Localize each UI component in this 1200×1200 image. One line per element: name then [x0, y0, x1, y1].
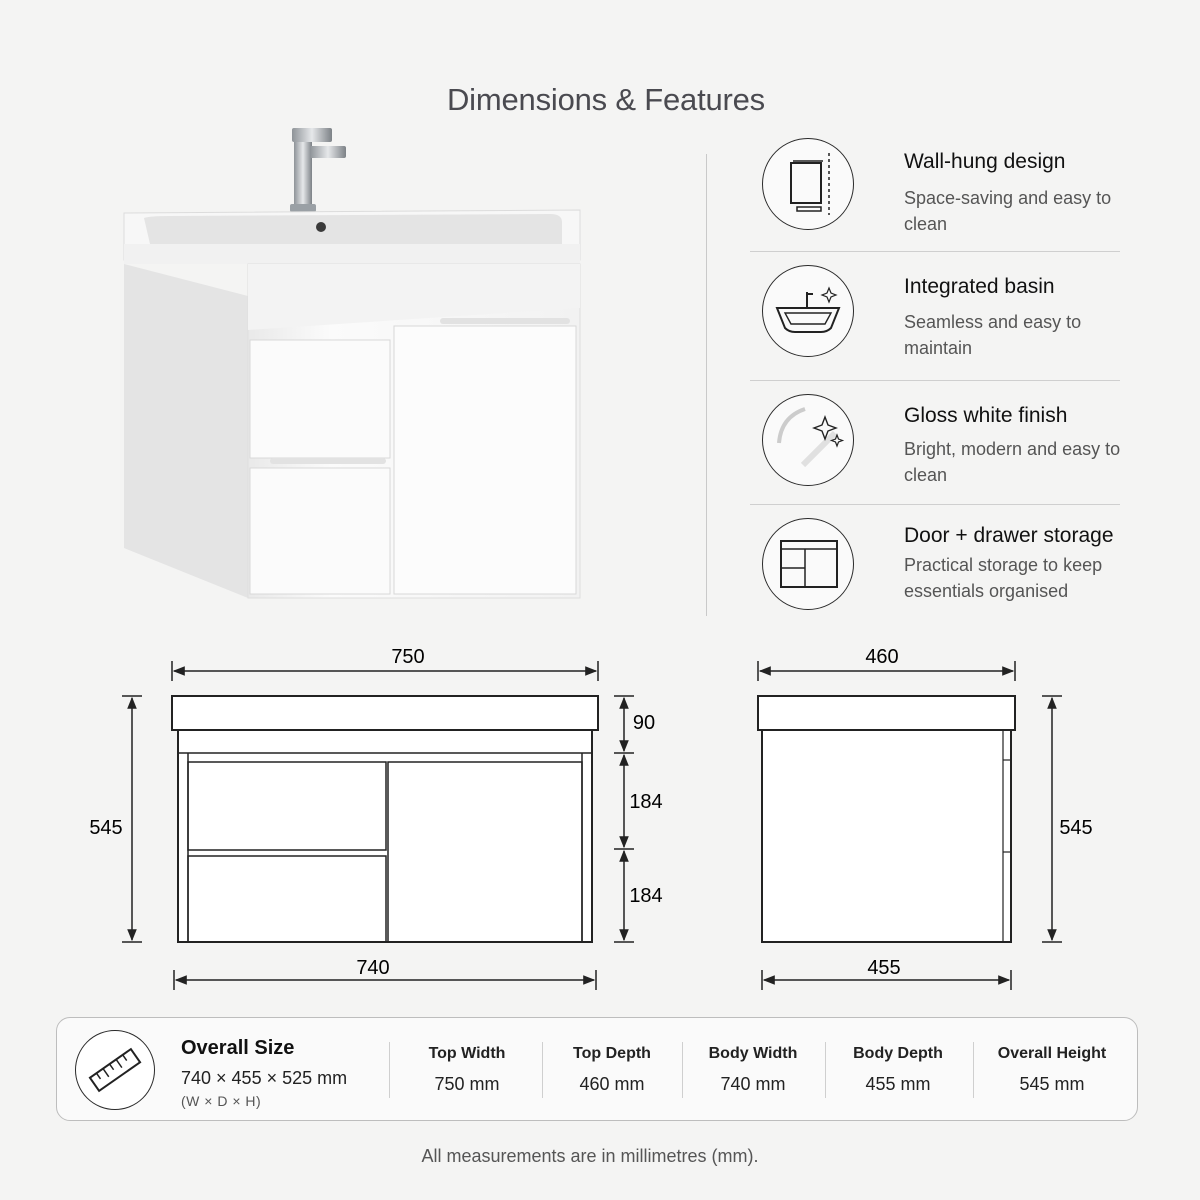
section-divider: [706, 154, 707, 616]
front-view-drawing: 750 740 545 90 184 184: [89, 646, 663, 990]
front-top-height-label: 90: [633, 712, 655, 734]
spec-body-depth: Body Depth 455 mm: [825, 1018, 971, 1120]
dimension-drawings: 750 740 545 90 184 184 460 455 545: [89, 646, 1093, 990]
overall-size-value: 740 × 455 × 525 mm: [181, 1068, 348, 1088]
spec-label: Top Width: [428, 1045, 506, 1062]
spec-value: 545 mm: [1019, 1074, 1085, 1094]
side-height-label: 545: [1059, 817, 1092, 839]
spec-value: 455 mm: [865, 1074, 931, 1094]
summary-separator: [389, 1042, 390, 1098]
spec-value: 740 mm: [720, 1074, 786, 1094]
ruler-icon: [75, 1030, 155, 1110]
gloss-sparkle-icon: [762, 394, 854, 486]
side-body-depth-label: 455: [867, 957, 900, 979]
feature-desc: Bright, modern and easy to clean: [904, 439, 1121, 485]
storage-icon: [762, 518, 854, 610]
front-top-width-label: 750: [391, 646, 424, 668]
spec-value: 750 mm: [434, 1074, 500, 1094]
spec-label: Body Width: [708, 1045, 798, 1062]
spec-overall-height: Overall Height 545 mm: [973, 1018, 1131, 1120]
side-top-depth-label: 460: [865, 646, 898, 668]
spec-value: 460 mm: [579, 1074, 645, 1094]
spec-label: Top Depth: [573, 1045, 651, 1062]
feature-desc: Practical storage to keep essentials org…: [904, 555, 1103, 601]
feature-title: Door + drawer storage: [904, 524, 1114, 547]
spec-label: Body Depth: [853, 1045, 943, 1062]
feature-title: Gloss white finish: [904, 404, 1068, 427]
feature-separator: [750, 504, 1120, 505]
summary-separator: [682, 1042, 683, 1098]
basin-icon: [762, 265, 854, 357]
summary-separator: [542, 1042, 543, 1098]
feature-title: Wall-hung design: [904, 150, 1066, 173]
front-drawer-1-label: 184: [629, 791, 662, 813]
wall-hung-icon: [762, 138, 854, 230]
overall-size-title: Overall Size: [181, 1037, 295, 1059]
summary-separator: [825, 1042, 826, 1098]
spec-top-width: Top Width 750 mm: [397, 1018, 537, 1120]
feature-desc: Seamless and easy to maintain: [904, 312, 1082, 358]
side-view-drawing: 460 455 545: [757, 646, 1093, 990]
overall-size-note: (W × D × H): [181, 1093, 262, 1109]
front-body-width-label: 740: [356, 957, 389, 979]
feature-title: Integrated basin: [904, 275, 1055, 298]
spec-body-width: Body Width 740 mm: [682, 1018, 824, 1120]
front-height-label: 545: [89, 817, 122, 839]
overall-size-summary: Overall Size 740 × 455 × 525 mm (W × D ×…: [56, 1017, 1138, 1121]
feature-separator: [750, 380, 1120, 381]
feature-desc: Space-saving and easy to clean: [904, 188, 1112, 234]
spec-top-depth: Top Depth 460 mm: [542, 1018, 682, 1120]
front-drawer-2-label: 184: [629, 885, 662, 907]
feature-separator: [750, 251, 1120, 252]
tap-icon: [290, 128, 346, 212]
spec-label: Overall Height: [997, 1045, 1107, 1062]
measurement-footnote: All measurements are in millimetres (mm)…: [421, 1146, 759, 1166]
vanity-product-image: [123, 128, 581, 599]
page-title: Dimensions & Features: [447, 82, 765, 117]
summary-separator: [973, 1042, 974, 1098]
